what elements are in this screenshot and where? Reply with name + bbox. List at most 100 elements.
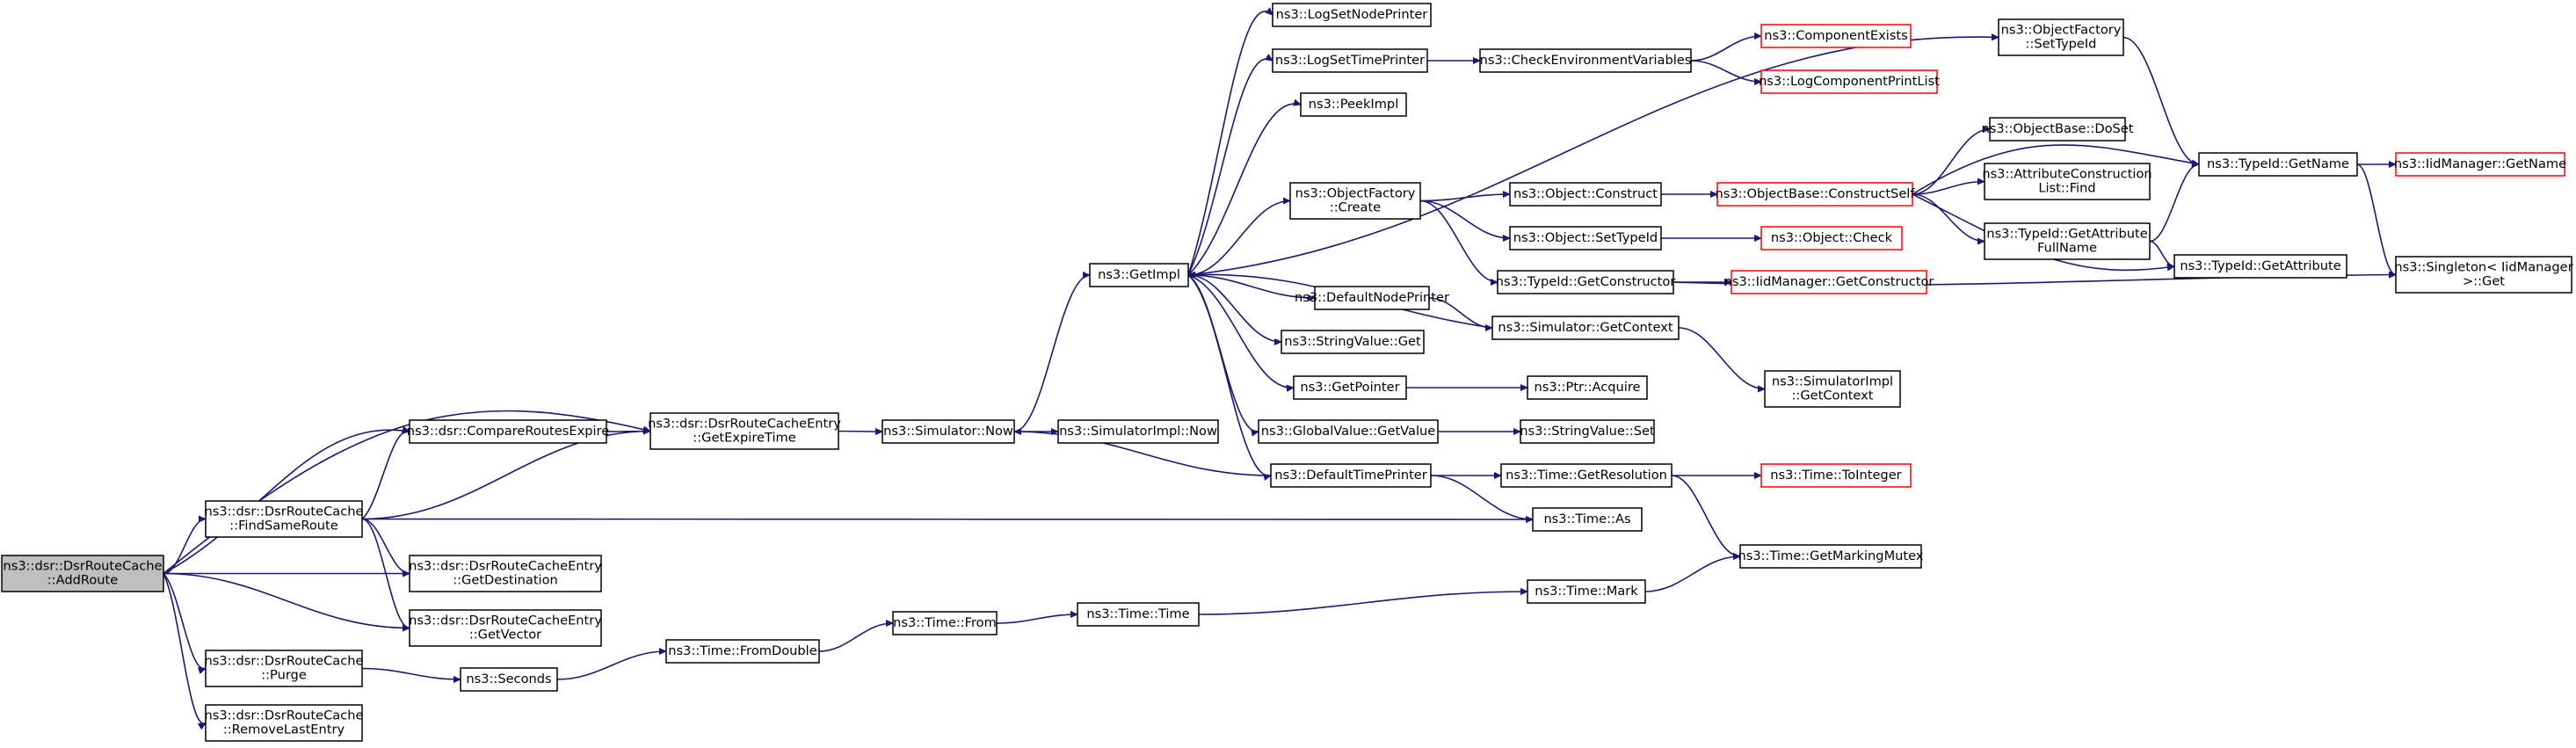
node-ns3-dsr-dsrroutecacheentry-getdestination[interactable]: ns3::dsr::DsrRouteCacheEntry::GetDestina… <box>409 555 602 592</box>
node-box <box>1 555 164 592</box>
node-ns3-simulatorimpl-now[interactable]: ns3::SimulatorImpl::Now <box>1057 419 1219 444</box>
node-ns3-stringvalue-set[interactable]: ns3::StringValue::Set <box>1520 419 1655 444</box>
node-ns3-simulatorimpl-getcontext[interactable]: ns3::SimulatorImpl::GetContext <box>1764 370 1901 408</box>
node-label: ns3::SimulatorImpl <box>1772 374 1893 389</box>
edge-path <box>361 519 1533 520</box>
node-label: ns3::TypeId::GetAttribute <box>2180 258 2340 273</box>
node-ns3-componentexists[interactable]: ns3::ComponentExists <box>1760 24 1912 48</box>
edge-n3-to-n2 <box>361 432 650 520</box>
node-ns3-time-as[interactable]: ns3::Time::As <box>1532 507 1643 532</box>
node-ns3-time-fromdouble[interactable]: ns3::Time::FromDouble <box>665 639 820 664</box>
edge-n40-to-n43 <box>1430 475 1533 519</box>
edge-path <box>2356 163 2396 275</box>
edge-path <box>2122 36 2199 165</box>
node-ns3-dsr-dsrroutecache-addroute[interactable]: ns3::dsr::DsrRouteCache::AddRoute <box>1 555 164 592</box>
node-ns3-dsr-dsrroutecacheentry-getexpiretime[interactable]: ns3::dsr::DsrRouteCacheEntry::GetExpireT… <box>648 412 841 450</box>
node-ns3-time-time[interactable]: ns3::Time::Time <box>1077 602 1200 627</box>
node-ns3-dsr-dsrroutecacheentry-getvector[interactable]: ns3::dsr::DsrRouteCacheEntry::GetVector <box>409 609 602 647</box>
node-ns3-object-construct[interactable]: ns3::Object::Construct <box>1509 182 1662 207</box>
node-ns3-objectbase-constructself[interactable]: ns3::ObjectBase::ConstructSelf <box>1716 182 1916 207</box>
node-ns3-checkenvironmentvariables[interactable]: ns3::CheckEnvironmentVariables <box>1479 48 1692 73</box>
node-box <box>1500 463 1673 488</box>
node-label: ns3::Time::GetMarkingMutex <box>1738 548 1923 563</box>
node-ns3-globalvalue-getvalue[interactable]: ns3::GlobalValue::GetValue <box>1258 419 1439 444</box>
edge-path <box>163 572 206 669</box>
node-label: ::GetDestination <box>453 573 558 588</box>
edge-path <box>361 518 410 628</box>
node-label: ns3::dsr::DsrRouteCache <box>3 559 162 574</box>
edge-path <box>1187 274 1259 432</box>
edge-n10-to-n16 <box>1187 104 1301 276</box>
node-label: ns3::dsr::DsrRouteCache <box>204 708 363 723</box>
edge-n10-to-n11 <box>1187 11 1273 276</box>
edge-n47-to-n46 <box>996 614 1078 624</box>
node-label: ns3::Time::Time <box>1086 606 1189 621</box>
node-ns3-peekimpl[interactable]: ns3::PeekImpl <box>1300 92 1407 117</box>
node-ns3-getpointer[interactable]: ns3::GetPointer <box>1293 375 1407 400</box>
node-ns3-time-mark[interactable]: ns3::Time::Mark <box>1527 579 1646 604</box>
node-label: ns3::ObjectBase::ConstructSelf <box>1716 186 1916 201</box>
node-label: ::GetVector <box>469 628 541 643</box>
node-ns3-iidmanager-getname[interactable]: ns3::IidManager::GetName <box>2394 152 2566 177</box>
node-ns3-logsetnodeprinter[interactable]: ns3::LogSetNodePrinter <box>1272 3 1432 27</box>
node-ns3-object-check[interactable]: ns3::Object::Check <box>1760 226 1903 251</box>
edge-n23-to-n25 <box>2356 163 2396 275</box>
node-box <box>1281 330 1425 354</box>
edge-path <box>1187 274 1281 342</box>
node-label: ns3::ObjectFactory <box>2001 23 2122 38</box>
node-label: ns3::Time::As <box>1543 512 1630 527</box>
node-ns3-dsr-dsrroutecache-purge[interactable]: ns3::dsr::DsrRouteCache::Purge <box>204 650 364 687</box>
node-ns3-objectfactory-settypeid[interactable]: ns3::ObjectFactory::SetTypeId <box>1998 18 2124 56</box>
node-ns3-dsr-dsrroutecache-removelastentry[interactable]: ns3::dsr::DsrRouteCache::RemoveLastEntry <box>204 704 364 742</box>
node-label: ns3::LogComponentPrintList <box>1759 74 1940 89</box>
node-ns3-iidmanager-getconstructor[interactable]: ns3::IidManager::GetConstructor <box>1724 270 1934 294</box>
edge-path <box>1419 194 1510 202</box>
edge-path <box>2149 164 2199 243</box>
node-ns3-typeid-getname[interactable]: ns3::TypeId::GetName <box>2198 152 2358 177</box>
node-ns3-stringvalue-get[interactable]: ns3::StringValue::Get <box>1281 330 1425 354</box>
node-label: >::Get <box>2463 274 2505 289</box>
node-ns3-dsr-compareroutesexpire[interactable]: ns3::dsr::CompareRoutesExpire <box>407 419 609 444</box>
node-label: ::GetExpireTime <box>693 431 795 446</box>
node-ns3-singleton-iidmanager-get[interactable]: ns3::Singleton< IidManager >::Get <box>2394 256 2573 294</box>
node-box <box>1984 222 2151 260</box>
node-ns3-dsr-dsrroutecache-findsameroute[interactable]: ns3::dsr::DsrRouteCache::FindSameRoute <box>204 500 364 538</box>
node-ns3-logcomponentprintlist[interactable]: ns3::LogComponentPrintList <box>1759 69 1940 94</box>
nodes-layer: ns3::dsr::DsrRouteCache::AddRoutens3::ds… <box>1 3 2573 742</box>
edge-n46-to-n45 <box>1198 592 1527 615</box>
node-ns3-typeid-getconstructor[interactable]: ns3::TypeId::GetConstructor <box>1496 270 1676 294</box>
edge-n27-to-n23 <box>2122 36 2199 165</box>
node-ns3-defaulttimeprinter[interactable]: ns3::DefaultTimePrinter <box>1270 463 1432 488</box>
edge-n6-to-n49 <box>361 667 461 680</box>
node-ns3-simulator-getcontext[interactable]: ns3::Simulator::GetContext <box>1491 316 1680 340</box>
node-box <box>892 611 998 635</box>
edge-n19-to-n21 <box>1912 182 1985 195</box>
node-ns3-time-getmarkingmutex[interactable]: ns3::Time::GetMarkingMutex <box>1738 544 1924 569</box>
node-box <box>1057 419 1219 444</box>
edge-n0-to-n3 <box>163 519 206 575</box>
edge-n10-to-n17 <box>1187 201 1290 276</box>
node-ns3-seconds[interactable]: ns3::Seconds <box>460 667 558 692</box>
node-label: ns3::LogSetNodePrinter <box>1276 7 1428 22</box>
node-ns3-simulator-now[interactable]: ns3::Simulator::Now <box>882 419 1015 444</box>
edge-n19-to-n22 <box>1912 193 1985 242</box>
node-ns3-object-settypeid[interactable]: ns3::Object::SetTypeId <box>1509 226 1662 251</box>
node-ns3-time-tointeger[interactable]: ns3::Time::ToInteger <box>1760 463 1912 488</box>
node-ns3-time-from[interactable]: ns3::Time::From <box>892 611 998 635</box>
node-ns3-logsettimeprinter[interactable]: ns3::LogSetTimePrinter <box>1272 48 1428 73</box>
node-ns3-objectbase-doset[interactable]: ns3::ObjectBase::DoSet <box>1981 117 2134 142</box>
node-label: ::FindSameRoute <box>229 519 338 534</box>
node-ns3-getimpl[interactable]: ns3::GetImpl <box>1089 263 1189 287</box>
node-label: ::RemoveLastEntry <box>223 723 345 737</box>
node-ns3-ptr-acquire[interactable]: ns3::Ptr::Acquire <box>1527 375 1648 400</box>
node-label: ns3::dsr::DsrRouteCacheEntry <box>648 417 841 432</box>
node-ns3-defaultnodeprinter[interactable]: ns3::DefaultNodePrinter <box>1295 286 1449 310</box>
node-label: ns3::dsr::DsrRouteCache <box>204 654 363 669</box>
node-label: ns3::ComponentExists <box>1764 28 1908 43</box>
node-ns3-time-getresolution[interactable]: ns3::Time::GetResolution <box>1500 463 1673 488</box>
node-ns3-objectfactory-create[interactable]: ns3::ObjectFactory::Create <box>1289 182 1421 220</box>
edge-path <box>1187 59 1273 276</box>
node-ns3-typeid-getattribute[interactable]: ns3::TypeId::GetAttribute <box>2173 254 2347 279</box>
